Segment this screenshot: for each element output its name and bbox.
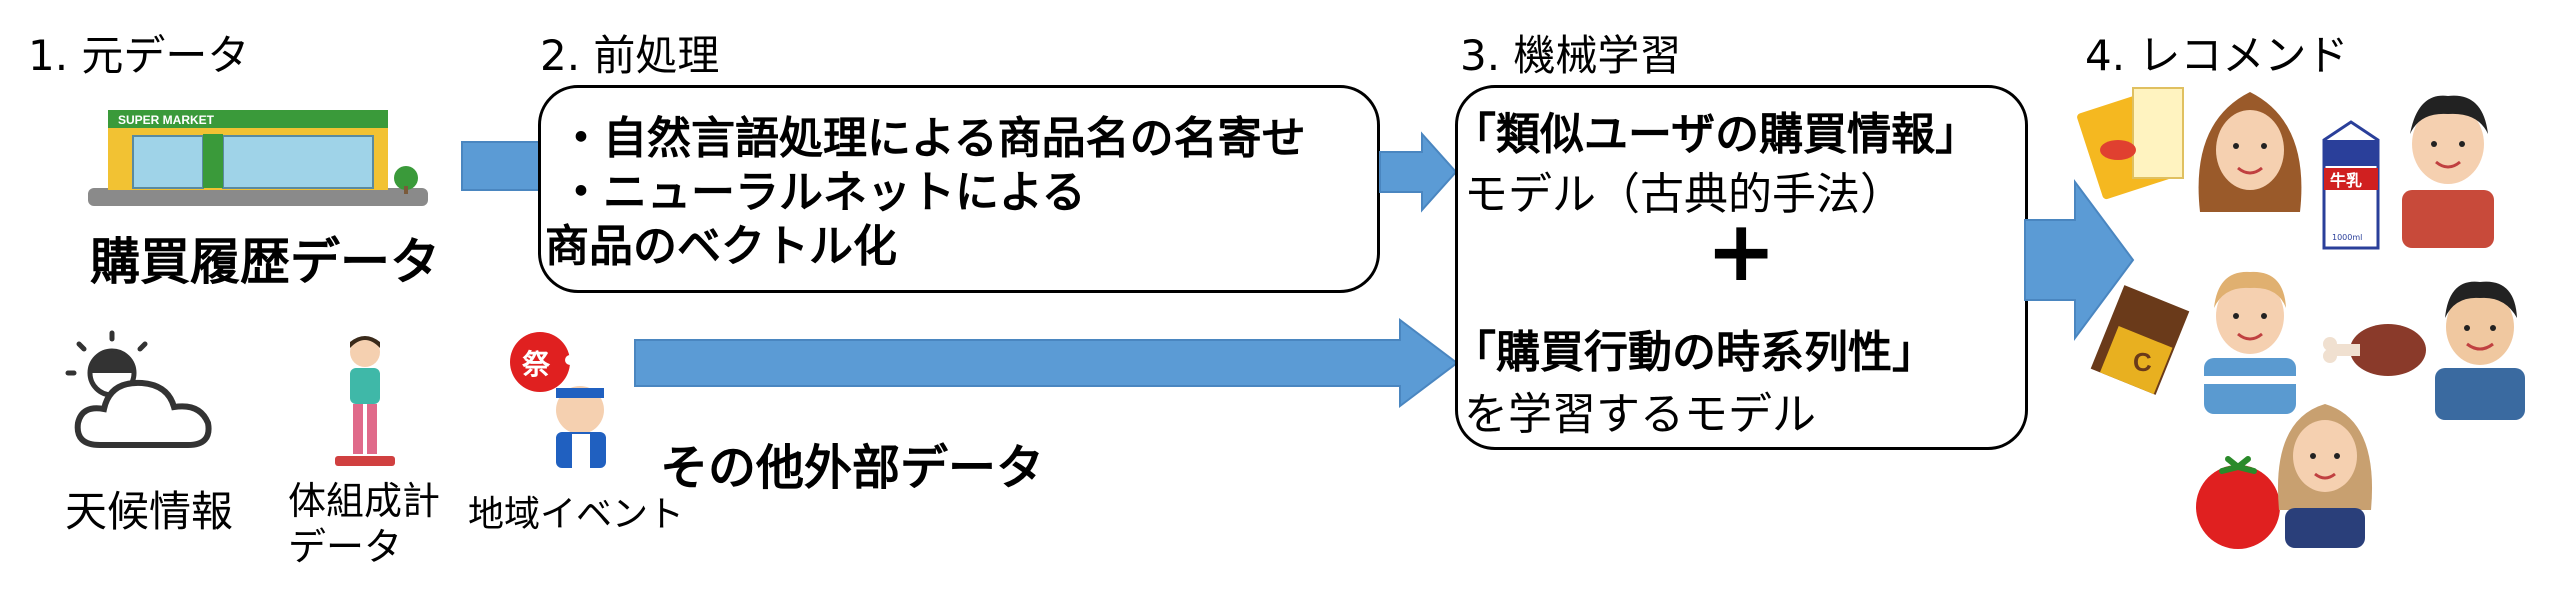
chocolate-icon: C [2090,285,2190,395]
milk-carton-icon: 牛乳 1000ml [2322,120,2380,250]
boy-avatar-icon [2204,271,2296,414]
body-comp-line1: 体組成計 [288,479,441,523]
body-scale-person-icon [335,336,395,466]
weather-icon [65,330,212,448]
meat-icon [2323,324,2426,376]
purchase-history-label: 購買履歴データ [90,233,440,291]
arrow-ml-to-recommend [2024,178,2135,342]
body-comp-line2: データ [288,525,403,569]
girl-avatar-icon [2277,404,2373,548]
ml-box: 「類似ユーザの購買情報」 モデル（古典的手法） + 「購買行動の時系列性」 を学… [1452,85,2028,450]
preprocess-line1: ・自然言語処理による商品名の名寄せ [559,113,1306,164]
step1-title: 1. 元データ [28,31,250,80]
other-external-data-label: その他外部データ [660,440,1045,496]
step2-title: 2. 前処理 [540,31,720,80]
supermarket-icon: SUPER MARKET [88,110,428,206]
festival-mark-text: 祭 [522,348,551,381]
local-event-label: 地域イベント [468,494,685,535]
milk-size-text: 1000ml [2332,233,2362,242]
arrow-source-to-preprocess [461,141,543,191]
arrow-preprocess-to-ml [1379,131,1458,213]
milk-label-text: 牛乳 [2330,171,2362,190]
weather-label: 天候情報 [65,487,234,536]
model1-title: 「類似ユーザの購買情報」 [1452,109,1980,160]
model2-title: 「購買行動の時系列性」 [1452,327,1936,378]
store-sign-text: SUPER MARKET [118,113,215,127]
plus-sign: + [1706,202,1777,300]
tomato-icon [2196,456,2280,549]
body-composition-label: 体組成計 データ [288,478,440,570]
preprocess-line2: ・ニューラルネットによる [559,167,1086,218]
juice-drinks-icon [2077,87,2184,200]
man-avatar-icon [2402,95,2494,248]
step4-title: 4. レコメンド [2085,31,2349,80]
step3-title: 3. 機械学習 [1460,31,1682,80]
arrow-external-to-ml [634,317,1459,409]
woman-avatar-icon [2198,92,2302,212]
preprocess-line3: 商品のベクトル化 [545,221,897,272]
model1-description: モデル（古典的手法） [1464,169,1904,220]
festival-person-icon: 祭 [510,332,606,468]
preprocess-box: ・自然言語処理による商品名の名寄せ ・ニューラルネットによる 商品のベクトル化 [538,85,1380,293]
boy2-avatar-icon [2435,281,2525,420]
chocolate-mark-text: C [2133,347,2152,377]
model2-description: を学習するモデル [1464,389,1816,440]
